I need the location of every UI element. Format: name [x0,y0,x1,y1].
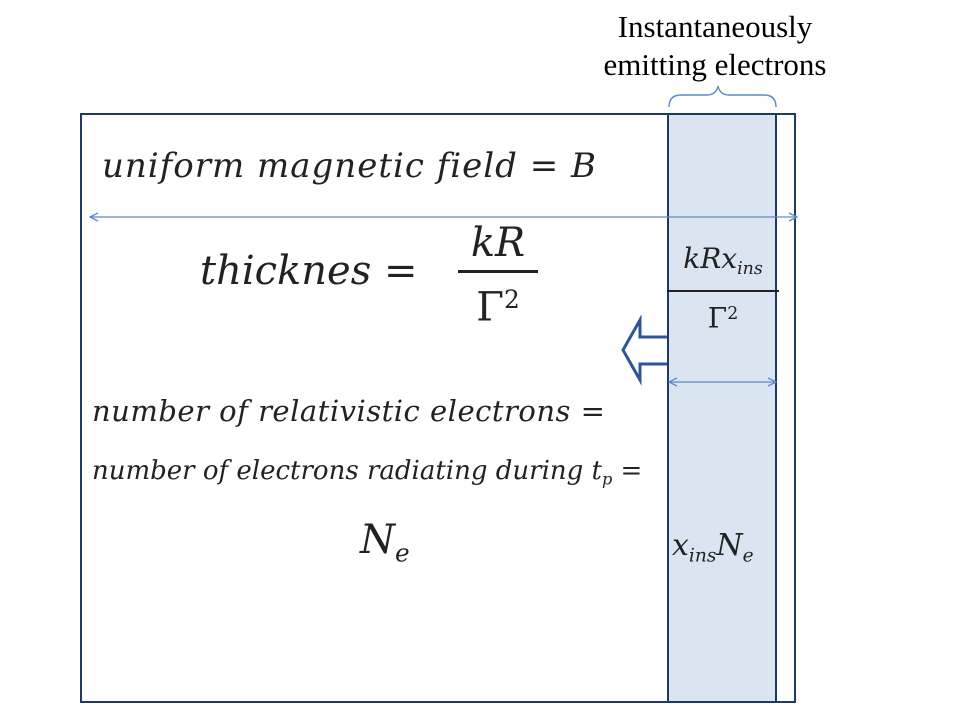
slab-thickness-num-base: kRx [683,242,738,275]
slab-brace [668,85,777,108]
radiating-text: number of electrons radiating during t [92,456,602,486]
relativistic-electrons-equation: number of relativistic electrons = [92,394,606,428]
radiating-electrons-equation: number of electrons radiating during tp … [92,456,642,489]
ne-sub: e [395,538,410,568]
radiating-eq: = [612,456,643,486]
slab-thickness-fraction-bar [667,290,779,293]
slab-title: Instantaneously emitting electrons [560,8,870,84]
thickness-fraction-bar [458,270,538,273]
ne-base: N [360,517,395,563]
slab-thickness-den-exp: 2 [727,304,739,325]
total-electrons-ne: Ne [360,517,410,568]
emitting-slab [667,113,777,703]
slab-thickness-den-base: Γ [707,301,728,335]
slab-count-n: N [716,528,743,563]
slab-electron-count: xinsNe [672,528,754,567]
slab-thickness-denominator: Γ2 [667,296,779,337]
slab-thickness-num-sub: ins [737,259,763,280]
thickness-denominator: Γ2 [458,277,538,330]
title-line-1: Instantaneously [617,9,813,44]
slab-thickness-fraction: kRxins Γ2 [667,240,779,337]
slab-count-x: x [672,528,689,563]
slab-thickness-numerator: kRxins [667,240,779,288]
slab-count-x-sub: ins [688,545,717,567]
thickness-den-base: Γ [476,284,504,331]
title-line-2: emitting electrons [603,47,827,82]
thickness-label: thicknes = [200,248,418,294]
magnetic-field-equation: uniform magnetic field = B [102,146,598,186]
thickness-den-exp: 2 [503,285,520,314]
left-block-arrow [621,314,667,386]
slab-count-n-sub: e [742,545,754,567]
thickness-fraction: kR Γ2 [458,220,538,330]
radiating-sub: p [601,469,613,489]
thickness-numerator: kR [470,220,526,266]
